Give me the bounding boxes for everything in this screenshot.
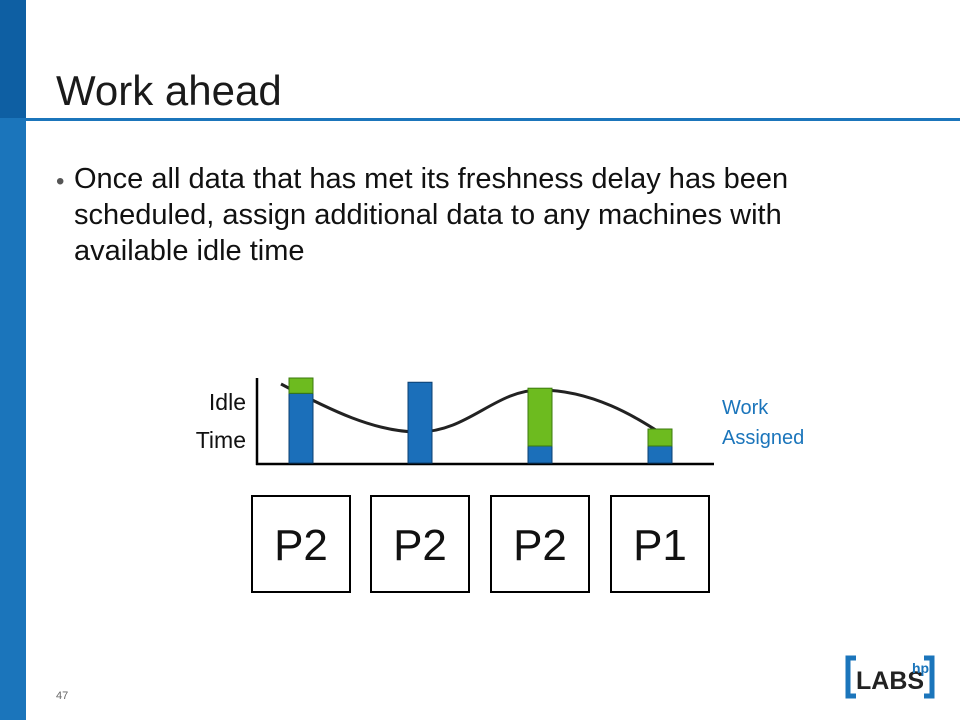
process-label-3: P2 bbox=[513, 521, 567, 570]
y-axis-label-line1: Idle bbox=[209, 389, 246, 415]
idle-time-bar-3 bbox=[527, 445, 553, 464]
logo-superscript: hp bbox=[912, 660, 929, 676]
work-assigned-bar-1 bbox=[288, 377, 314, 394]
page-number: 47 bbox=[56, 690, 69, 702]
labs-hp-logo: LABS hp bbox=[845, 655, 935, 699]
work-assigned-label-line1: Work bbox=[722, 397, 769, 419]
work-assigned-bar-4 bbox=[647, 428, 673, 447]
idle-time-bar-2 bbox=[407, 381, 433, 464]
idle-time-bar-1 bbox=[288, 392, 314, 464]
work-assigned-label-line2: Assigned bbox=[722, 427, 804, 449]
bullet-text: Once all data that has met its freshness… bbox=[74, 163, 789, 267]
process-label-1: P2 bbox=[274, 521, 328, 570]
bullet-marker: • bbox=[56, 168, 65, 195]
slide-title: Work ahead bbox=[56, 67, 282, 114]
idle-time-bar-4 bbox=[647, 445, 673, 464]
process-label-2: P2 bbox=[393, 521, 447, 570]
left-accent-bar bbox=[0, 0, 26, 720]
work-assigned-bar-3 bbox=[527, 387, 553, 447]
title-divider bbox=[26, 118, 960, 121]
process-label-4: P1 bbox=[633, 521, 687, 570]
process-box-3 bbox=[490, 495, 590, 593]
process-box-4 bbox=[610, 495, 710, 593]
idle-time-curve bbox=[280, 382, 663, 436]
process-box-2 bbox=[370, 495, 470, 593]
process-box-1 bbox=[251, 495, 351, 593]
logo-text: LABS bbox=[856, 667, 924, 695]
title-accent-block bbox=[0, 0, 26, 118]
y-axis-label-line2: Time bbox=[196, 427, 246, 453]
